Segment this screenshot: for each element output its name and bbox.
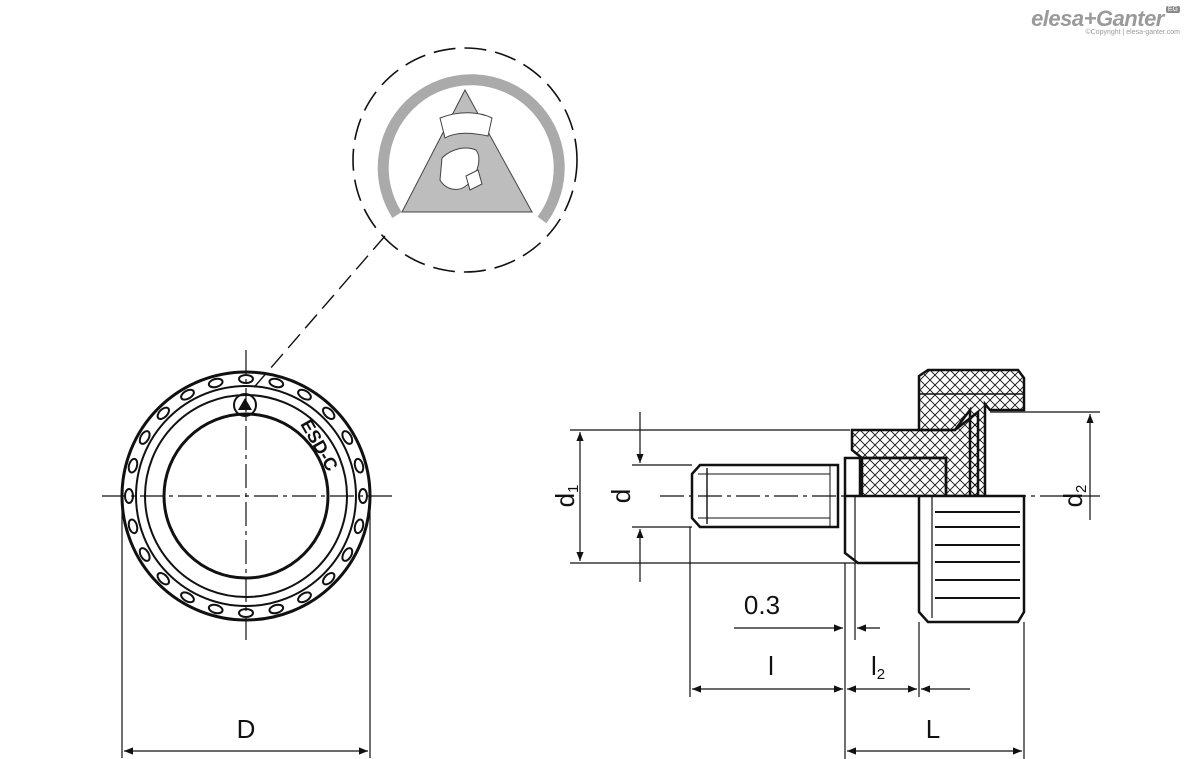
knurl-scallop <box>321 406 336 421</box>
knurl-scallop <box>353 518 365 535</box>
brand-badge: EG <box>1165 6 1180 13</box>
brand-copyright: ©Copyright | elesa-ganter.com <box>1085 29 1180 36</box>
dim-label-l2: l2 <box>871 651 885 683</box>
dim-label-d2: d2 <box>1058 485 1090 508</box>
knurl-scallop <box>138 547 151 562</box>
knurl-scallop <box>268 603 285 615</box>
knurl-scallop <box>156 571 171 586</box>
esd-marking: ESD-C <box>297 416 342 475</box>
knurl-scallop <box>268 377 285 389</box>
dim-label-l: l <box>768 651 774 681</box>
knurl-scallop <box>180 388 195 401</box>
dim-label-d1: d1 <box>550 485 582 508</box>
knurl-scallop <box>138 430 151 445</box>
dimension-L <box>847 622 1025 759</box>
knurl-scallop <box>341 430 354 445</box>
knurl-scallop <box>127 518 139 535</box>
dim-label-D: D <box>237 714 256 744</box>
knurl-scallop <box>297 591 312 604</box>
front-center-lines <box>102 350 392 640</box>
knurl-scallop <box>207 377 224 389</box>
esd-warning-symbol-icon <box>352 47 578 273</box>
dimension-d2 <box>990 411 1100 520</box>
dimension-d <box>632 412 692 582</box>
dimension-D <box>121 500 371 758</box>
knurl-scallop <box>127 457 139 474</box>
knurl-scallop <box>321 571 336 586</box>
dim-label-gap: 0.3 <box>744 590 780 620</box>
knurl-scallop <box>297 388 312 401</box>
knurl-scallop <box>156 406 171 421</box>
dimension-gap <box>734 563 880 759</box>
dimension-d1 <box>570 429 858 564</box>
knurl-scallop <box>341 547 354 562</box>
knurl-scallop <box>207 603 224 615</box>
knurl-scallop <box>180 591 195 604</box>
knurl-scallop <box>353 457 365 474</box>
dim-label-d: d <box>606 489 636 503</box>
brand-name: elesa+Ganter <box>1031 6 1164 31</box>
callout-leader-line <box>249 235 386 393</box>
esd-small-triangle-icon <box>233 393 257 417</box>
dim-label-L: L <box>926 714 940 744</box>
dimension-l-l2 <box>689 527 970 697</box>
